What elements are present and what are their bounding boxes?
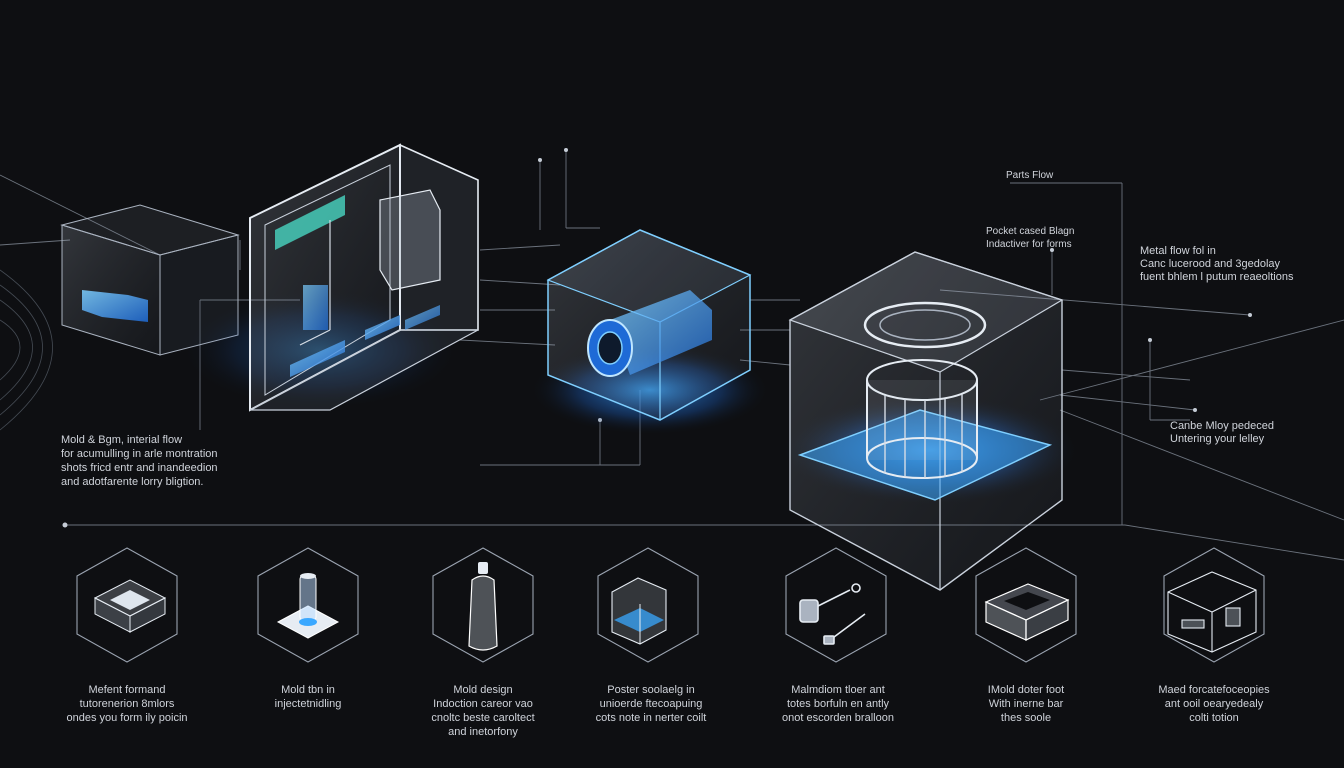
cube-mold-icon xyxy=(611,577,667,645)
parts-flow-label: Parts Flow xyxy=(1006,170,1054,181)
step-caption-5: Malmdiom tloer ant totes borfuln en antl… xyxy=(782,684,894,724)
cylinder-glass-cube xyxy=(530,229,770,435)
hex-frame-2 xyxy=(257,547,359,663)
tools-icon xyxy=(799,583,866,645)
hex-icons-row xyxy=(76,547,1265,663)
hex-frame-6 xyxy=(975,547,1077,663)
step-caption-3: Mold design Indoction careor vao cnoltc … xyxy=(431,684,535,738)
ring-cage-glass-cube xyxy=(780,251,1080,591)
ripple-arcs xyxy=(0,269,53,431)
step-caption-1: Mefent formand tutorenerion 8mlors ondes… xyxy=(66,684,188,724)
tray-frame-icon xyxy=(984,583,1070,641)
hex-frame-3 xyxy=(432,547,534,663)
hex-frame-7 xyxy=(1163,547,1265,663)
pocket-design-label: Pocket cased Blagn Indactiver for forms xyxy=(986,226,1075,250)
hex-frame-1 xyxy=(76,547,178,663)
nozzle-icon xyxy=(276,573,340,639)
cambe-alloy-label: Canbe Mloy pedeced Untering your lelley xyxy=(1170,420,1274,445)
hex-frame-5 xyxy=(785,547,887,663)
machine-icon xyxy=(1167,571,1257,653)
mold-design-label: Mold & Bgm, interial flow for acumulling… xyxy=(61,434,218,488)
mold-machine-frame xyxy=(180,143,479,412)
step-caption-7: Maed forcatefoceopies ant ooil oearyedea… xyxy=(1158,684,1270,724)
bottle-icon xyxy=(468,562,498,651)
metal-flow-label: Metal flow fol in Canc lucerood and 3ged… xyxy=(1140,245,1294,283)
hex-frame-4 xyxy=(597,547,699,663)
step-caption-6: IMold doter foot With inerne bar thes so… xyxy=(987,684,1065,724)
mold-tray-icon xyxy=(93,579,167,633)
step-caption-2: Mold tbn in injectetnidling xyxy=(274,684,342,710)
step-caption-4: Poster soolaelg in unioerde ftecoapuing … xyxy=(595,684,707,724)
